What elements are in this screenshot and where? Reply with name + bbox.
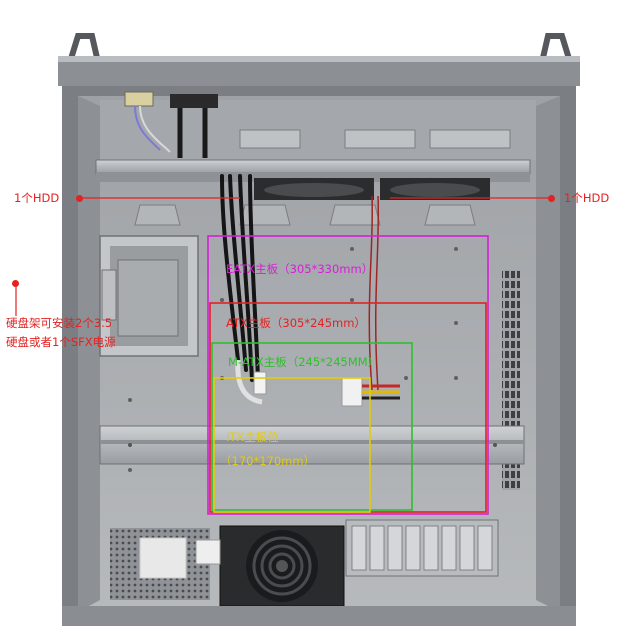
floor-vents: [110, 528, 210, 600]
drive-cage-label-1: 硬盘架可安装2个3.5: [6, 316, 113, 330]
hdd-right-label: 1个HDD: [564, 191, 610, 205]
itx-outline: [213, 377, 371, 513]
support-rail: [99, 425, 525, 465]
itx-label-1: ITX主板位: [226, 430, 279, 444]
hdd-left-dot: [76, 195, 83, 202]
atx-label: ATX主板（305*245mm）: [226, 316, 366, 330]
top-fans: [254, 178, 490, 200]
top-crossbar: [95, 159, 531, 182]
cable-bundle: [220, 174, 260, 382]
hdd-right-dot: [548, 195, 555, 202]
hdd-left-label: 1个HDD: [14, 191, 60, 205]
bottom-fan: [195, 525, 345, 607]
rack-handles: [67, 33, 573, 63]
drive-cage: [99, 235, 199, 357]
matx-outline: [211, 342, 413, 511]
matx-label: M-ATX主板（245*245MM）: [228, 355, 380, 369]
itx-label-2: （170*170mm）: [220, 454, 316, 468]
power-wires: [368, 195, 380, 391]
io-header: [124, 91, 218, 158]
drive-cage-dot: [12, 280, 19, 287]
expansion-slots: [345, 519, 499, 577]
molex-connector: [341, 377, 400, 407]
eatx-outline: [207, 235, 489, 515]
rear-brackets: [239, 129, 511, 149]
front-lip: [62, 606, 576, 626]
drive-cage-label-2: 硬盘或者1个SFX电源: [6, 335, 116, 349]
eatx-label: EATX主板（305*330mm）: [226, 262, 374, 276]
